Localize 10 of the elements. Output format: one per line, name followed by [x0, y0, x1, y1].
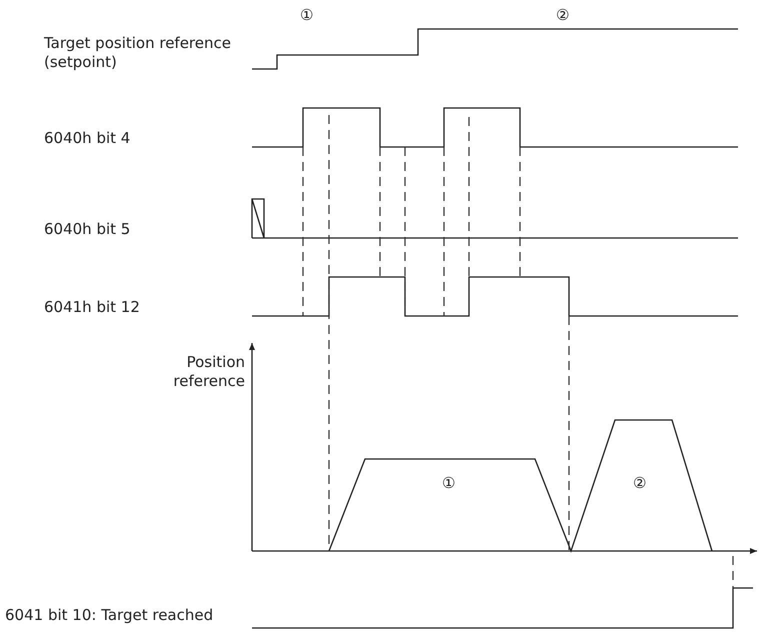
- signal-name: 6040h bit 4: [44, 129, 130, 148]
- signal-name: Target position reference (setpoint): [44, 34, 232, 72]
- signal-name: 6041h bit 12: [44, 298, 140, 317]
- phase-number: ②: [556, 6, 570, 25]
- signal-name: 6040h bit 5: [44, 220, 130, 239]
- axis-label: Position reference: [172, 353, 245, 391]
- phase-number: ②: [633, 474, 646, 493]
- phase-number: ①: [300, 6, 314, 25]
- signal-name: 6041 bit 10: Target reached: [5, 606, 214, 625]
- phase-number: ①: [442, 474, 456, 493]
